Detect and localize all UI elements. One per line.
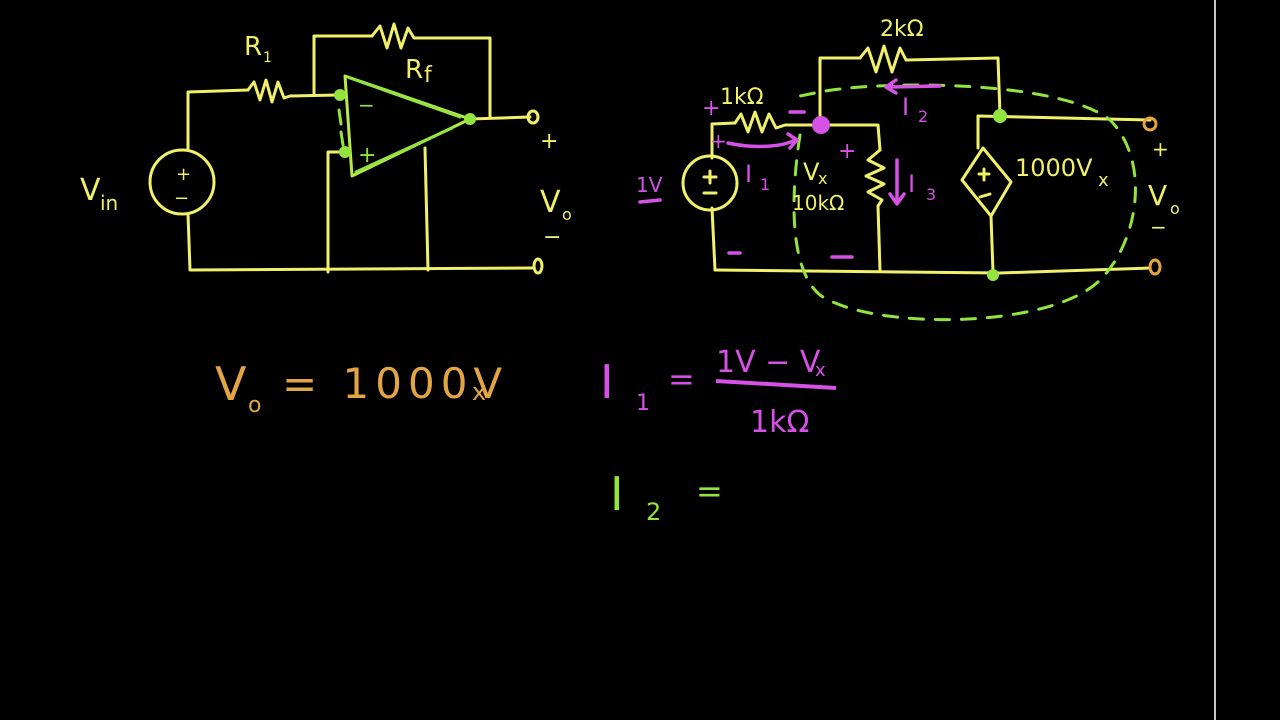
rf-label: R [405, 55, 423, 85]
output-terminal-top [1142, 116, 1158, 132]
supernode-dashed-boundary [788, 83, 1137, 322]
output-terminal-bottom [1148, 258, 1162, 276]
wire [186, 88, 250, 152]
vo-minus: − [1150, 215, 1167, 239]
vin-subscript: in [100, 191, 118, 215]
eq1-lhs-subscript: o [248, 393, 261, 418]
polarity-plus: + [838, 139, 856, 164]
r1-subscript: 1 [263, 50, 272, 66]
polarity-plus: + [702, 96, 720, 121]
dependent-source-icon [960, 146, 1013, 218]
vo-plus: + [540, 129, 558, 154]
r-2k-label: 2kΩ [880, 17, 924, 42]
resistor-rf-icon [370, 22, 492, 120]
node-dot [464, 113, 476, 125]
wire [710, 121, 737, 160]
fraction-bar [715, 379, 837, 390]
eq1-rhs: = 1000V [282, 359, 508, 408]
vo-minus: − [543, 225, 561, 250]
i1-label: I [745, 160, 752, 188]
eq3-lhs-subscript: 2 [646, 498, 661, 526]
r-1k-label: 1kΩ [720, 85, 764, 110]
vo-label: V [1148, 179, 1167, 212]
opamp-noninverting-label: + [358, 143, 376, 168]
resistor-2k-icon [858, 44, 1002, 117]
wire [186, 212, 534, 272]
vin-label: V [80, 173, 101, 208]
eq1-rhs-subscript: x [472, 378, 486, 406]
vo-subscript: o [562, 205, 572, 224]
i1-arrow-icon [726, 132, 799, 150]
eq2-numerator-subscript: x [815, 360, 826, 381]
vx-subscript: x [818, 169, 827, 188]
wire [989, 214, 995, 274]
eq2-numerator: 1V − V [716, 345, 821, 380]
opamp-edge-highlight [348, 76, 462, 174]
rf-subscript: f [424, 63, 433, 88]
eq1-lhs: V [215, 357, 247, 411]
wire [423, 146, 430, 272]
r1-label: R [244, 32, 262, 62]
source-value-underline [638, 198, 662, 204]
r-10k-label: 10kΩ [792, 191, 844, 215]
node-dot [993, 109, 1007, 123]
dependent-source-label: 1000V [1015, 154, 1093, 182]
polarity-plus: + [710, 129, 727, 153]
i2-subscript: 2 [918, 107, 928, 126]
i1-subscript: 1 [760, 175, 770, 194]
node-dot [334, 89, 346, 101]
node-dot [987, 269, 999, 281]
output-terminal-bottom [532, 257, 544, 275]
eq3-equals: = [696, 472, 723, 510]
i3-subscript: 3 [926, 185, 936, 204]
opamp-inverting-label: − [358, 93, 375, 117]
vo-label: V [540, 185, 561, 220]
resistor-r1-icon [246, 78, 340, 104]
vin-plus: + [176, 164, 191, 185]
dependent-source-subscript: x [1098, 170, 1109, 191]
voltage-source-1v-icon [681, 154, 739, 212]
vin-minus: − [174, 188, 189, 209]
wire [710, 206, 717, 272]
node-dot [339, 146, 351, 158]
virtual-short-dash [337, 108, 345, 147]
eq3-lhs: I [610, 467, 624, 521]
i2-label: I [902, 93, 909, 121]
i2-arrow-icon [884, 78, 942, 95]
output-terminal-top [526, 109, 540, 125]
i3-label: I [908, 170, 915, 198]
wire [818, 56, 862, 127]
resistor-10k-icon [864, 148, 886, 272]
wire [713, 266, 1152, 275]
vin-source-icon [148, 148, 216, 216]
source-value-label: 1V [636, 173, 663, 197]
canvas-edge-separator [1214, 0, 1216, 720]
wire [468, 115, 532, 121]
i3-arrow-icon [888, 158, 906, 206]
eq2-lhs-subscript: 1 [636, 391, 650, 416]
eq2-equals: = [668, 360, 695, 398]
vo-subscript: o [1170, 199, 1180, 218]
vx-node-dot [812, 116, 830, 134]
wire [312, 34, 374, 97]
eq2-denominator: 1kΩ [750, 405, 809, 440]
eq2-lhs: I [600, 355, 614, 409]
vo-plus: + [1152, 137, 1169, 161]
wire [326, 150, 348, 274]
resistor-1k-icon [733, 110, 882, 152]
vx-label: V [803, 158, 820, 186]
